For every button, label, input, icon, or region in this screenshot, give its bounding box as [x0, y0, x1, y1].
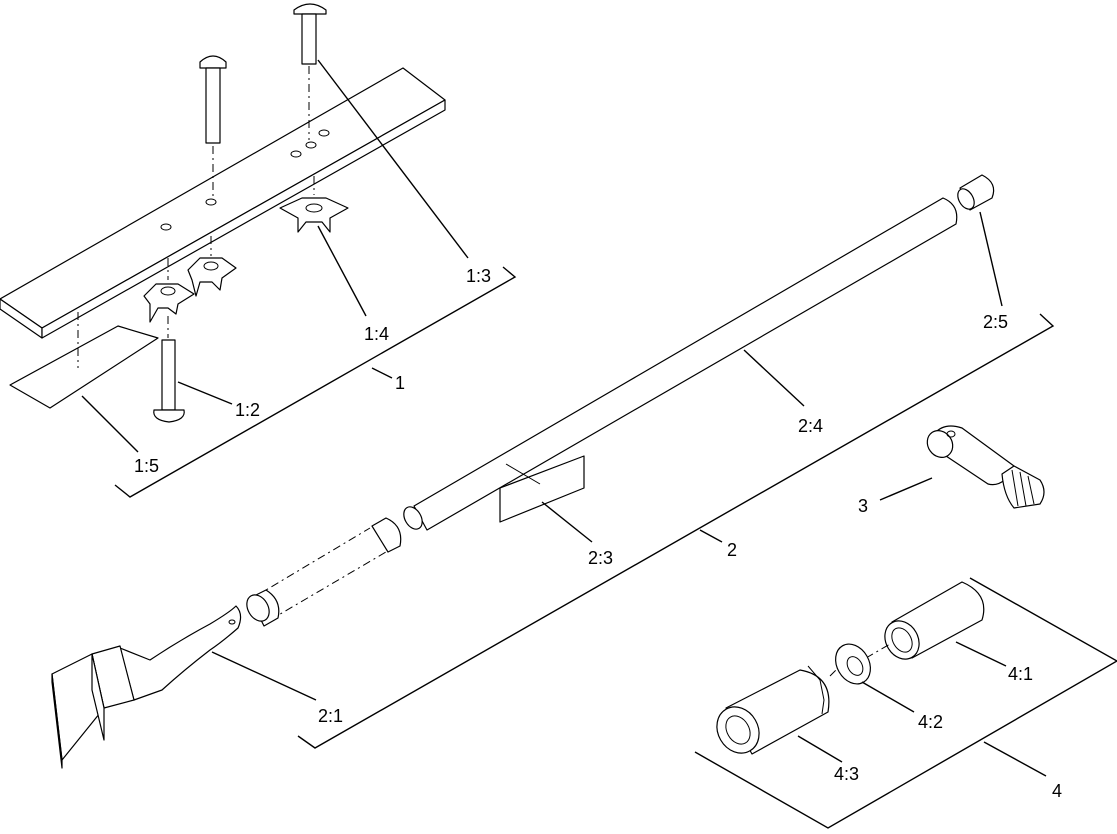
paint-brush: [51, 605, 242, 769]
leader-1-5: [81, 395, 139, 453]
leader-3: [879, 477, 933, 501]
assembly-1: 1:3 1:4 1:2 1:5 1: [0, 3, 517, 498]
leader-1-4: [317, 225, 367, 317]
callout-2-4: 2:4: [798, 416, 823, 436]
label-pointer: [505, 463, 541, 485]
leader-2-1: [211, 651, 317, 701]
callout-1-4: 1:4: [364, 324, 389, 344]
leader-4-3: [797, 735, 843, 763]
callout-2-1: 2:1: [318, 706, 343, 726]
callout-2: 2: [727, 540, 737, 560]
leader-4: [983, 741, 1047, 777]
callout-4-1: 4:1: [1008, 664, 1033, 684]
leader-2: [699, 529, 723, 543]
assembly-2-bracket: [297, 313, 1055, 749]
callout-1: 1: [395, 373, 405, 393]
leader-1-2: [177, 381, 233, 405]
end-cap: [957, 174, 995, 211]
wing-nut-2: [187, 236, 237, 297]
washer-4-2: [829, 643, 891, 685]
assembly-4: 4:1 4:2 4:3 4: [694, 577, 1117, 829]
callout-2-3: 2:3: [588, 548, 613, 568]
callout-4-2: 4:2: [918, 712, 943, 732]
callout-2-5: 2:5: [983, 312, 1008, 332]
mounting-bar: [0, 67, 446, 339]
wing-nut-1: [279, 176, 349, 233]
callout-4-3: 4:3: [834, 764, 859, 784]
leader-1-3: [317, 59, 469, 259]
leader-1: [371, 367, 393, 379]
assembly-4-bracket: [694, 577, 1117, 829]
bushing-4-1: [884, 581, 985, 660]
connector-sleeve: [246, 517, 402, 627]
bolt-1-3: [293, 3, 327, 140]
assembly-1-bracket: [114, 266, 517, 498]
callout-3: 3: [858, 496, 868, 516]
callout-1-2: 1:2: [235, 400, 260, 420]
leader-4-2: [861, 681, 915, 713]
callout-1-5: 1:5: [134, 456, 159, 476]
sleeve-4-3: [716, 665, 830, 755]
callout-1-3: 1:3: [466, 266, 491, 286]
wing-nut-3: [143, 258, 195, 338]
part-3-adapter: 3: [858, 425, 1045, 516]
callout-4: 4: [1052, 781, 1062, 801]
adhesive-pad: [9, 312, 159, 409]
leader-2-4: [743, 349, 805, 407]
label-sticker: [499, 455, 585, 523]
assembly-2: 2:5 2:4 2:3 2:1 2: [51, 174, 1055, 769]
leader-2-5: [979, 211, 1003, 307]
extension-pole: [403, 197, 958, 531]
leader-2-3: [541, 501, 593, 543]
bolt-1-2: [153, 339, 185, 423]
bolt-1-2-upper: [199, 55, 227, 198]
leader-4-1: [955, 641, 1007, 667]
